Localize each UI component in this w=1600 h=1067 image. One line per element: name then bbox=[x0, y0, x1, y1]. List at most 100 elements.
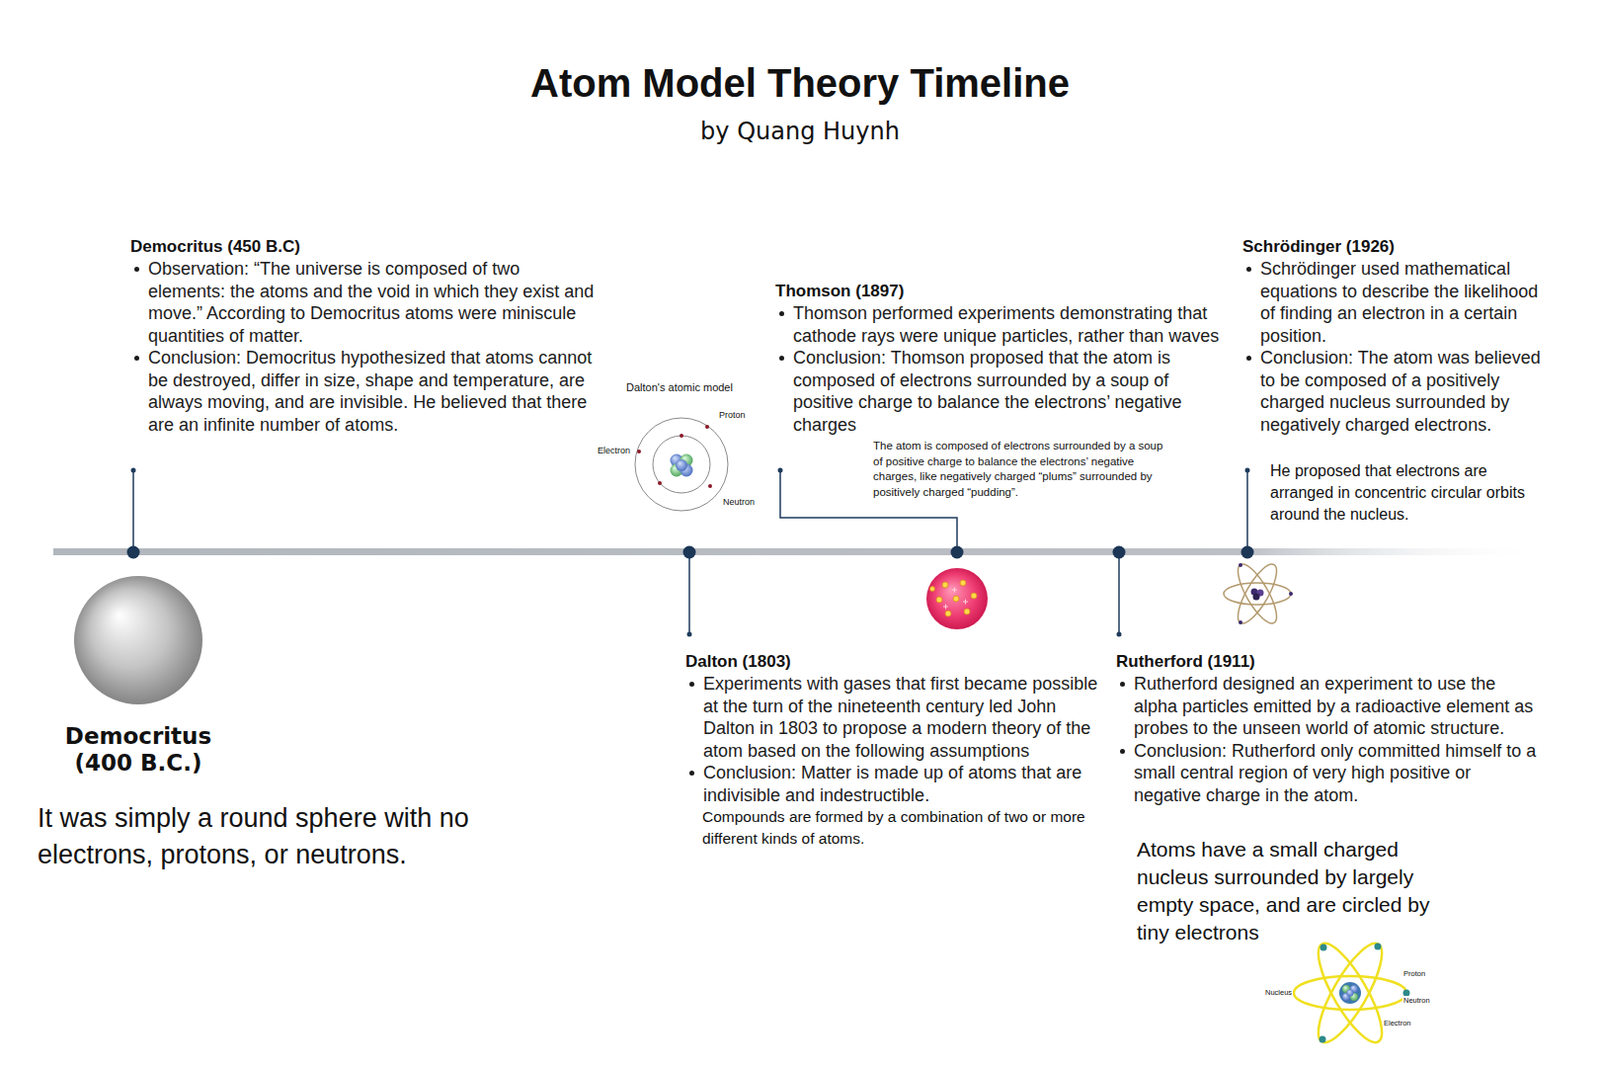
timeline-stem bbox=[1246, 470, 1249, 553]
bullet-item: Conclusion: Democritus hypothesized that… bbox=[130, 346, 595, 436]
event-heading: Schrödinger (1926) bbox=[1242, 235, 1551, 258]
dalton-model bbox=[705, 424, 710, 429]
timeline-stem bbox=[1118, 552, 1120, 635]
bullet-item: Thomson performed experiments demonstrat… bbox=[775, 302, 1232, 347]
event-heading: Rutherford (1911) bbox=[1116, 649, 1543, 673]
rutherford-atom bbox=[1307, 935, 1393, 1050]
event-block: Thomson (1897)Thomson performed experime… bbox=[775, 279, 1232, 436]
timeline-dot bbox=[127, 546, 141, 560]
bullet-text: Conclusion: Thomson proposed that the at… bbox=[793, 347, 1183, 435]
part-label: Proton bbox=[718, 409, 747, 421]
bullet-item: Schrödinger used mathematical equations … bbox=[1242, 257, 1551, 347]
bullet-item: Conclusion: Rutherford only committed hi… bbox=[1116, 739, 1543, 807]
democritus-sphere bbox=[74, 575, 203, 705]
plum-pudding-model bbox=[930, 586, 936, 592]
plum-pudding-model bbox=[970, 592, 977, 599]
event-block: Rutherford (1911)Rutherford designed an … bbox=[1116, 649, 1543, 806]
subtitle: by Quang Huynh bbox=[0, 116, 1600, 147]
bullet-dot bbox=[689, 681, 695, 687]
bullet-text: Conclusion: Democritus hypothesized that… bbox=[148, 347, 592, 435]
timeline-stem bbox=[132, 470, 135, 553]
timeline-bar bbox=[53, 548, 1545, 556]
timeline-dot bbox=[127, 546, 1255, 560]
bullet-text: Conclusion: The atom was believed to be … bbox=[1260, 347, 1541, 435]
bullet-dot bbox=[779, 355, 785, 361]
model-note: The atom is composed of electrons surrou… bbox=[873, 438, 1168, 500]
dalton-model bbox=[675, 459, 688, 472]
schrodinger-atom bbox=[1230, 559, 1283, 629]
schrodinger-atom bbox=[1223, 559, 1293, 629]
dalton-model bbox=[637, 449, 641, 454]
part-label: Nucleus bbox=[1264, 987, 1293, 997]
plum-pudding-model bbox=[930, 579, 978, 617]
plum-pudding-model bbox=[943, 587, 968, 610]
part-label: Electron bbox=[1382, 1018, 1413, 1028]
bullet-dot bbox=[1120, 748, 1125, 754]
schrodinger-atom bbox=[1238, 562, 1293, 625]
plum-pudding-model bbox=[942, 581, 949, 588]
schrodinger-atom bbox=[1253, 593, 1261, 601]
rutherford-atom bbox=[1293, 935, 1411, 1050]
rutherford-atom bbox=[1307, 935, 1393, 1050]
dalton-model bbox=[635, 417, 728, 511]
plum-pudding-model bbox=[945, 610, 952, 617]
bullet-text: Rutherford designed an experiment to use… bbox=[1133, 673, 1533, 738]
timeline-bar bbox=[53, 548, 1545, 556]
rutherford-atom bbox=[1319, 1036, 1327, 1043]
bullet-dot bbox=[1120, 681, 1125, 687]
bullet-text: Observation: “The universe is composed o… bbox=[148, 258, 594, 346]
timeline-stem bbox=[688, 552, 691, 635]
bullet-dot bbox=[134, 355, 140, 361]
schrodinger-atom bbox=[1238, 620, 1243, 625]
bullet-dot bbox=[1246, 266, 1252, 272]
dalton-model bbox=[679, 433, 684, 438]
plum-pudding-model bbox=[936, 596, 943, 603]
rutherford-atom bbox=[1339, 981, 1361, 1004]
event-block: Schrödinger (1926)Schrödinger used mathe… bbox=[1242, 235, 1551, 436]
bullet-text: Experiments with gases that first became… bbox=[703, 673, 1098, 761]
bullet-item: Observation: “The universe is composed o… bbox=[130, 257, 595, 347]
timeline-dot bbox=[951, 546, 964, 560]
timeline-stem bbox=[780, 470, 958, 553]
rutherford-atom bbox=[1293, 975, 1407, 1010]
rutherford-atom bbox=[1319, 943, 1411, 1043]
figure-title: Dalton's atomic model bbox=[605, 381, 754, 395]
model-note: He proposed that electrons are arranged … bbox=[1270, 460, 1553, 526]
page-title: Atom Model Theory Timeline bbox=[0, 59, 1600, 107]
event-heading: Thomson (1897) bbox=[775, 279, 1232, 303]
stem-end-dot bbox=[131, 468, 137, 474]
bullet-dot bbox=[134, 266, 140, 272]
plum-pudding-model bbox=[962, 599, 968, 605]
schrodinger-atom bbox=[1230, 559, 1283, 629]
plum-pudding-model bbox=[963, 608, 970, 615]
bullet-text: Conclusion: Matter is made up of atoms t… bbox=[703, 762, 1082, 805]
stem-end-dot bbox=[778, 468, 784, 474]
part-label: Neutron bbox=[1402, 995, 1432, 1005]
bullet-item: Conclusion: The atom was believed to be … bbox=[1242, 346, 1551, 436]
bullet-text: Schrödinger used mathematical equations … bbox=[1260, 258, 1538, 346]
dalton-model bbox=[652, 435, 711, 493]
event-heading: Dalton (1803) bbox=[685, 649, 1113, 673]
bullet-dot bbox=[779, 311, 785, 317]
bullet-text: Conclusion: Rutherford only committed hi… bbox=[1133, 740, 1536, 805]
schrodinger-atom bbox=[1238, 562, 1243, 567]
event-heading: Democritus (450 B.C) bbox=[130, 235, 595, 258]
bullet-item: Conclusion: Matter is made up of atoms t… bbox=[685, 761, 1113, 806]
part-label: Electron bbox=[596, 445, 632, 457]
rutherford-atom bbox=[1320, 944, 1328, 952]
plum-pudding-model bbox=[952, 587, 958, 593]
rutherford-atom bbox=[1374, 943, 1382, 951]
plum-pudding-model bbox=[926, 567, 988, 630]
rutherford-atom bbox=[1347, 989, 1355, 997]
dalton-model bbox=[635, 417, 728, 511]
dalton-model bbox=[657, 480, 662, 485]
schrodinger-atom bbox=[1223, 582, 1291, 605]
timeline-dot bbox=[1241, 546, 1255, 560]
model-note: It was simply a round sphere with no ele… bbox=[37, 800, 512, 874]
bullet-item: Experiments with gases that first became… bbox=[685, 672, 1113, 762]
plum-pudding-model bbox=[953, 595, 960, 602]
timeline-dot bbox=[683, 546, 697, 560]
stem-end-dot bbox=[1245, 468, 1251, 474]
timeline-stem bbox=[133, 470, 1248, 635]
